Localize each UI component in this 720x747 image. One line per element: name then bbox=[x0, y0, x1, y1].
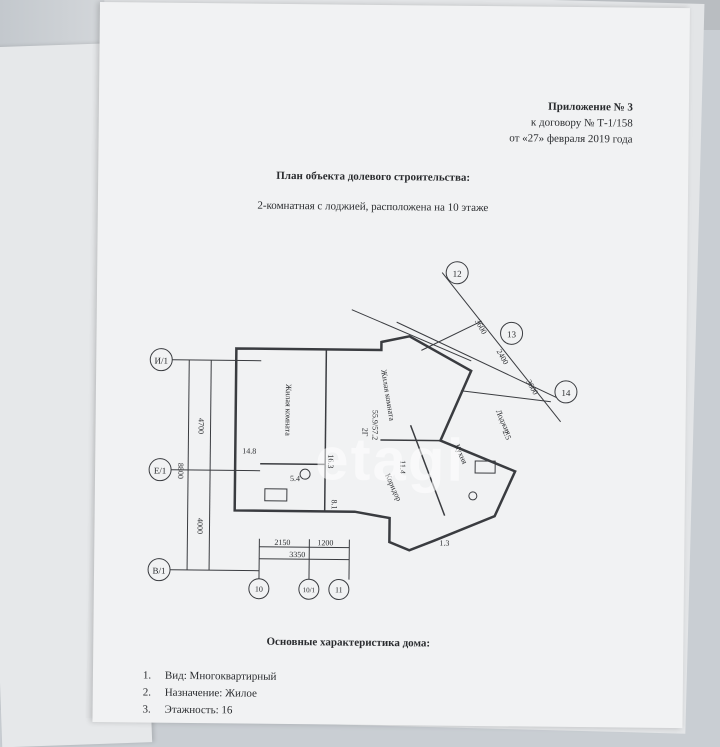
axis-label-14: 14 bbox=[561, 388, 571, 398]
axis-label-i1: И/1 bbox=[154, 356, 168, 366]
axis-label-13: 13 bbox=[507, 329, 517, 339]
toilet bbox=[300, 469, 310, 479]
area-corridor: 8.1 bbox=[330, 499, 339, 509]
page-subtitle: 2-комнатная с лоджией, расположена на 10… bbox=[78, 198, 668, 216]
loggia-area: 1.3 bbox=[439, 539, 449, 548]
axis-label-10-1: 10/1 bbox=[303, 586, 316, 594]
contract-number: к договору № Т-1/158 bbox=[531, 117, 633, 130]
area-bath: 5.4 bbox=[290, 474, 300, 483]
page-title: План объекта долевого строительства: bbox=[78, 168, 668, 186]
dim-2150: 2150 bbox=[274, 538, 290, 547]
dim-8800: 8800 bbox=[176, 463, 185, 479]
document-page: Приложение № 3 к договору № Т-1/158 от «… bbox=[92, 2, 690, 728]
room-label-living2: Жилая комната bbox=[379, 369, 396, 422]
list-item: 1.Вид: Многоквартирный bbox=[143, 667, 277, 685]
watermark-logo: etagi bbox=[315, 424, 466, 495]
dim-line-inner bbox=[209, 360, 211, 570]
axis-label-11: 11 bbox=[335, 585, 343, 594]
area-living1: 14.8 bbox=[242, 447, 256, 456]
dim-3600-a: 3600 bbox=[473, 318, 489, 336]
axis-label-12: 12 bbox=[453, 269, 462, 279]
bathtub bbox=[265, 489, 287, 501]
list-item: 3.Этажность: 16 bbox=[142, 701, 276, 719]
list-item: 2.Назначение: Жилое bbox=[143, 684, 277, 702]
sink bbox=[469, 492, 477, 500]
dim-3350: 3350 bbox=[289, 550, 305, 559]
axis-label-10: 10 bbox=[255, 585, 263, 594]
features-title: Основные характеристика дома: bbox=[53, 634, 643, 652]
room-label-living1: Жилая комната bbox=[283, 384, 293, 436]
dim-1200: 1200 bbox=[317, 538, 333, 547]
features-list: 1.Вид: Многоквартирный 2.Назначение: Жил… bbox=[142, 667, 276, 719]
axis-line-vertical bbox=[187, 360, 189, 570]
appendix-number: Приложение № 3 bbox=[548, 101, 633, 114]
dim-4000: 4000 bbox=[195, 518, 204, 534]
dim-4700: 4700 bbox=[196, 418, 205, 434]
contract-date: от «27» февраля 2019 года bbox=[509, 132, 632, 145]
axis-label-e1: Е/1 bbox=[154, 466, 167, 476]
axis-label-v1: В/1 bbox=[152, 566, 165, 576]
dim-2400: 2400 bbox=[495, 348, 511, 366]
